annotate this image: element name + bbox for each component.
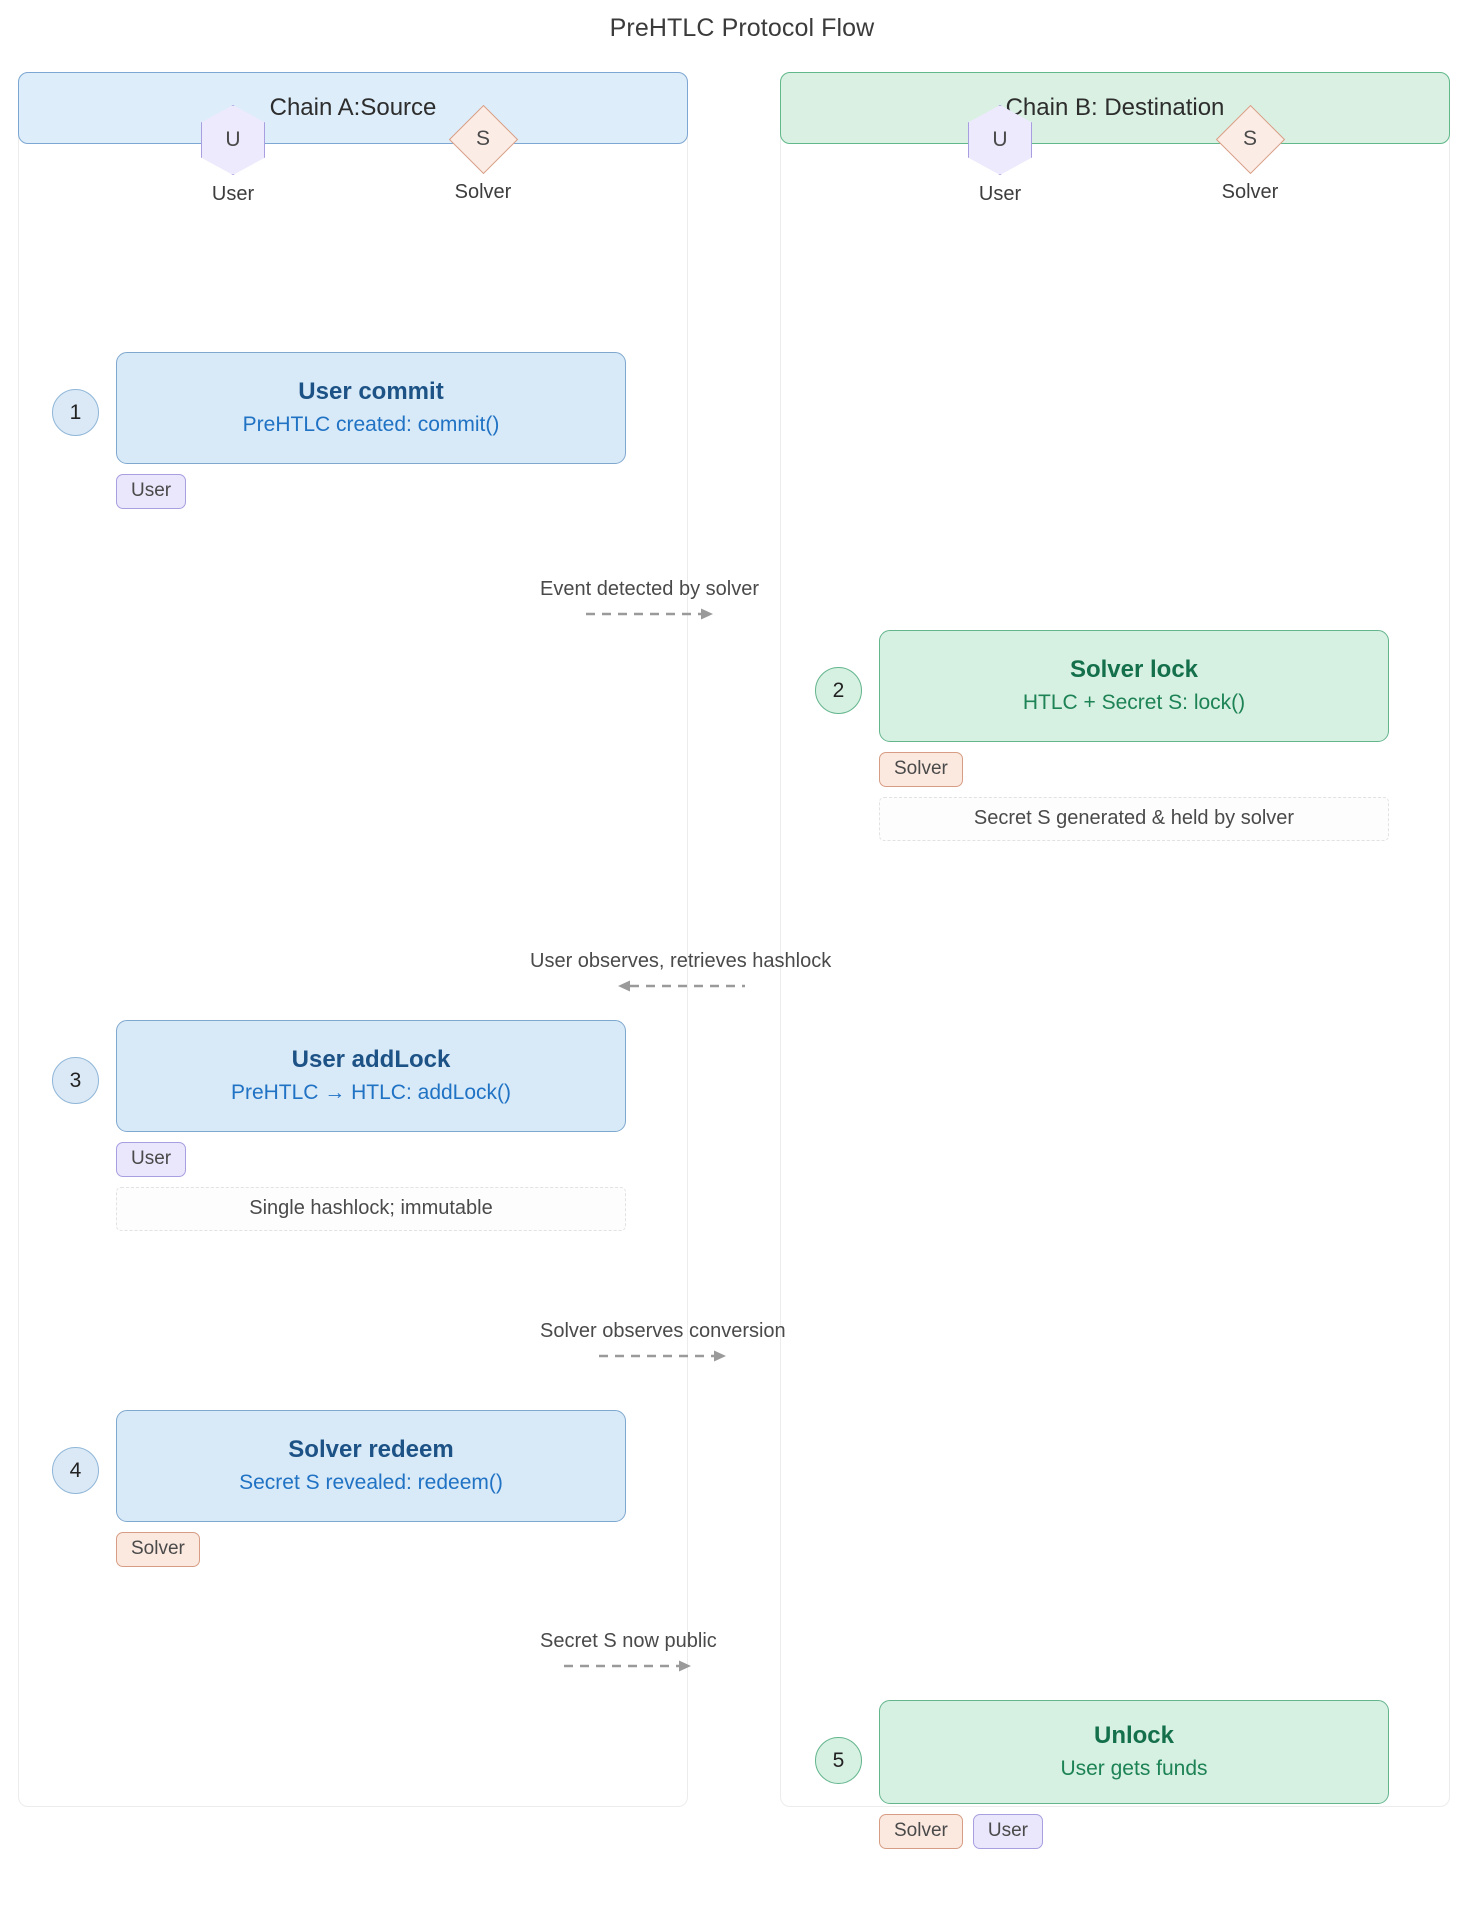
step-1-badges: User (116, 474, 187, 509)
solver-diamond-icon: S (448, 104, 519, 175)
badge-solver: Solver (116, 1532, 200, 1567)
user-hexagon-icon: U (201, 105, 265, 175)
actor-label-solver: Solver (454, 181, 512, 203)
connector-solver-observes: Solver observes conversion (540, 1320, 786, 1363)
step-title: Unlock (1093, 1721, 1174, 1749)
connector-secret-public: Secret S now public (540, 1630, 717, 1673)
badge-solver: Solver (879, 752, 963, 787)
step-card-user-addlock[interactable]: User addLock PreHTLC → HTLC: addLock() (116, 1020, 626, 1132)
actor-label-user: User (978, 183, 1022, 205)
connector-label: Secret S now public (540, 1630, 717, 1652)
badge-user: User (972, 1814, 1043, 1849)
step-1[interactable]: 1 User commit PreHTLC created: commit() … (52, 352, 626, 509)
badge-solver: Solver (879, 1814, 963, 1849)
page-title: PreHTLC Protocol Flow (609, 14, 875, 42)
step-number-3: 3 (52, 1057, 99, 1104)
badge-user: User (116, 474, 187, 509)
connector-user-observes: User observes, retrieves hashlock (530, 950, 831, 993)
lane-header-chain-a: Chain A:Source (18, 72, 688, 144)
actor-label-solver: Solver (1221, 181, 1279, 203)
step-1-body: User commit PreHTLC created: commit() Us… (116, 352, 626, 509)
badge-user: User (116, 1142, 187, 1177)
actor-solver-chain-b: S Solver (1195, 104, 1305, 206)
step-card-unlock[interactable]: Unlock User gets funds (879, 1700, 1389, 1804)
step-5[interactable]: 5 Unlock User gets funds Solver User (815, 1700, 1389, 1849)
step-subtitle: HTLC + Secret S: lock() (1022, 690, 1246, 714)
user-hexagon-icon: U (968, 105, 1032, 175)
step-number-5: 5 (815, 1737, 862, 1784)
step-card-solver-redeem[interactable]: Solver redeem Secret S revealed: redeem(… (116, 1410, 626, 1522)
step-3-badges: User (116, 1142, 187, 1177)
step-3-note: Single hashlock; immutable (116, 1187, 626, 1231)
step-subtitle: User gets funds (1060, 1756, 1208, 1780)
step-2-badges: Solver (879, 752, 963, 787)
actor-label-user: User (211, 183, 255, 205)
step-subtitle: PreHTLC → HTLC: addLock() (230, 1080, 512, 1104)
arrow-left-icon (617, 980, 745, 992)
step-3[interactable]: 3 User addLock PreHTLC → HTLC: addLock()… (52, 1020, 626, 1231)
solver-glyph: S (1242, 127, 1257, 150)
step-4-badges: Solver (116, 1532, 200, 1567)
step-3-body: User addLock PreHTLC → HTLC: addLock() U… (116, 1020, 626, 1231)
step-number-1: 1 (52, 389, 99, 436)
step-title: User addLock (291, 1045, 451, 1073)
step-subtitle: PreHTLC created: commit() (242, 412, 500, 436)
step-subtitle: Secret S revealed: redeem() (239, 1470, 503, 1494)
lane-chain-b: Chain B: Destination (780, 72, 1450, 1807)
step-2-body: Solver lock HTLC + Secret S: lock() Solv… (879, 630, 1389, 841)
step-number-4: 4 (52, 1447, 99, 1494)
actor-user-chain-a: U User (178, 105, 288, 206)
step-title: Solver redeem (288, 1435, 454, 1463)
arrow-right-icon (585, 608, 713, 620)
solver-diamond-icon: S (1215, 104, 1286, 175)
step-4[interactable]: 4 Solver redeem Secret S revealed: redee… (52, 1410, 626, 1567)
step-2-note: Secret S generated & held by solver (879, 797, 1389, 841)
step-card-user-commit[interactable]: User commit PreHTLC created: commit() (116, 352, 626, 464)
step-number-2: 2 (815, 667, 862, 714)
actors-chain-a: U User S Solver (178, 104, 538, 206)
actor-solver-chain-a: S Solver (428, 104, 538, 206)
step-4-body: Solver redeem Secret S revealed: redeem(… (116, 1410, 626, 1567)
step-5-body: Unlock User gets funds Solver User (879, 1700, 1389, 1849)
arrow-right-icon (598, 1350, 726, 1362)
lane-header-chain-b: Chain B: Destination (780, 72, 1450, 144)
connector-label: Solver observes conversion (540, 1320, 786, 1342)
step-card-solver-lock[interactable]: Solver lock HTLC + Secret S: lock() (879, 630, 1389, 742)
step-5-badges: Solver User (879, 1814, 1043, 1849)
step-title: Solver lock (1069, 655, 1199, 683)
actor-user-chain-b: U User (945, 105, 1055, 206)
connector-event-detected: Event detected by solver (540, 578, 759, 621)
step-title: User commit (298, 377, 444, 405)
arrow-right-icon (564, 1660, 692, 1672)
actors-chain-b: U User S Solver (945, 104, 1305, 206)
solver-glyph: S (475, 127, 490, 150)
connector-label: User observes, retrieves hashlock (530, 950, 832, 972)
step-2[interactable]: 2 Solver lock HTLC + Secret S: lock() So… (815, 630, 1389, 841)
connector-label: Event detected by solver (540, 578, 760, 600)
